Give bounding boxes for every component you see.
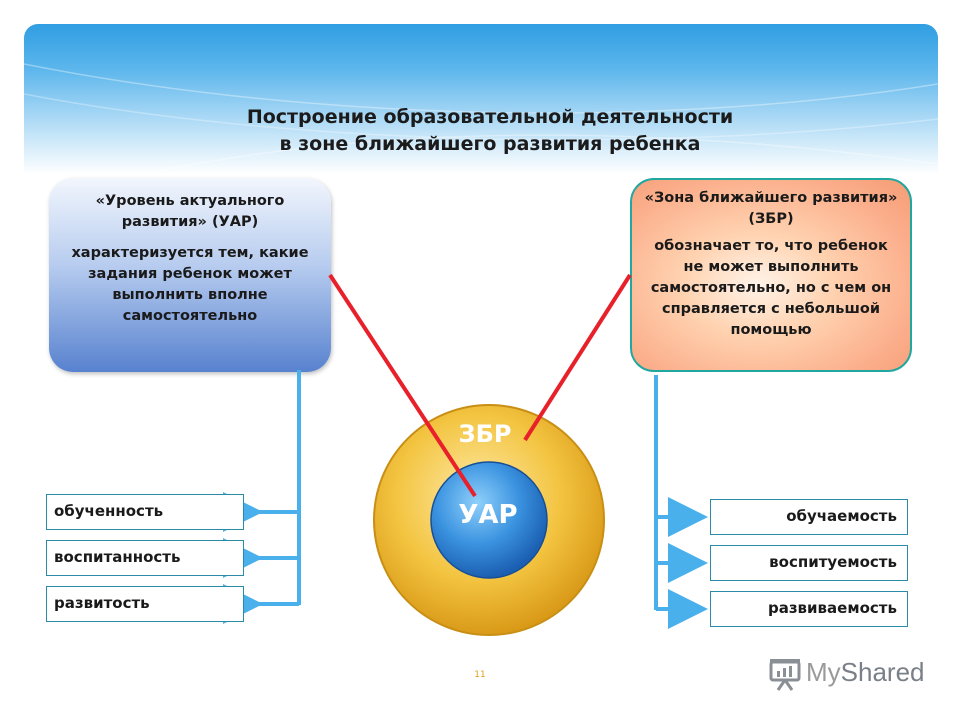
zbr-heading: «Зона ближайшего развития» (ЗБР) [644, 190, 898, 227]
zbr-definition-box: «Зона ближайшего развития» (ЗБР) обознач… [630, 178, 912, 372]
uar-description: характеризуется тем, какие задания ребен… [71, 245, 309, 324]
left-bracket [223, 370, 301, 624]
right-item-learnability: обучаемость [710, 499, 908, 535]
left-item-development: развитость [46, 586, 244, 622]
logo-text-shared: Shared [840, 657, 925, 687]
right-bracket [654, 375, 708, 629]
zbr-circle-label: ЗБР [458, 420, 512, 448]
zbr-description: обозначает то, что ребенок не может выпо… [650, 238, 892, 338]
uar-inner-circle [430, 461, 548, 579]
myshared-logo[interactable]: MyShared [766, 654, 936, 694]
uar-connector-line [328, 273, 477, 498]
logo-text-my: My [806, 657, 841, 687]
header-banner [24, 24, 938, 174]
left-item-education: обученность [46, 494, 244, 530]
banner-waves [24, 63, 938, 174]
uar-heading: «Уровень актуального развития» (УАР) [95, 193, 285, 230]
uar-circle-label: УАР [458, 500, 518, 530]
left-item-upbringing: воспитанность [46, 540, 244, 576]
right-item-developability: развиваемость [710, 591, 908, 627]
right-item-educability: воспитуемость [710, 545, 908, 581]
slide-title: Построение образовательной деятельности … [150, 104, 830, 158]
uar-definition-box: «Уровень актуального развития» (УАР) хар… [49, 178, 331, 372]
slide-title-line-2: в зоне ближайшего развития ребенка [279, 133, 701, 155]
logo-text: MyShared [806, 657, 925, 688]
slide-title-line-1: Построение образовательной деятельности [246, 106, 734, 128]
zbr-connector-line [523, 273, 632, 442]
page-number: 11 [474, 670, 486, 680]
presentation-icon [769, 659, 801, 691]
